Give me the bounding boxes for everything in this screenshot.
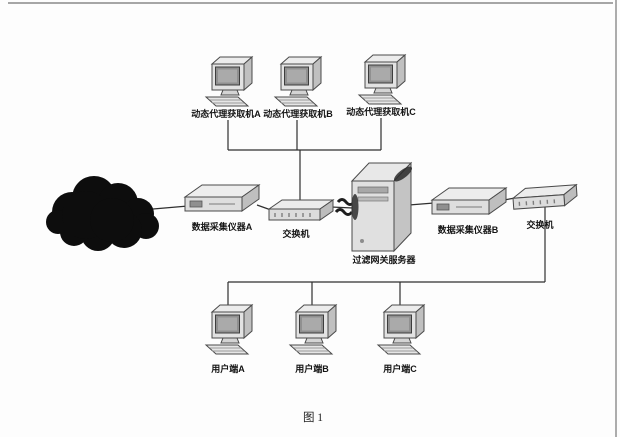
data-collector-a-label: 数据采集仪器A (192, 221, 253, 232)
proxy-computer-c-label: 动态代理获取机C (346, 106, 416, 117)
client-computer-b-icon (289, 304, 337, 355)
connection-line (330, 206, 354, 209)
gateway-server-label: 过滤网关服务器 (352, 254, 416, 265)
client-computer-a-icon (205, 304, 253, 355)
client-computer-c-icon (377, 304, 425, 355)
gateway-server-icon (351, 162, 415, 252)
switch-a-icon (268, 199, 334, 221)
figure-caption: 图 1 (303, 411, 323, 424)
client-computer-a-label: 用户端A (210, 363, 245, 374)
proxy-computer-b-icon (274, 56, 322, 107)
switch-b-group (511, 184, 579, 210)
proxy-computer-b-label: 动态代理获取机B (263, 108, 333, 119)
connection-line (408, 202, 435, 206)
proxy-computer-c-icon (358, 54, 406, 105)
switch-b-icon (511, 184, 579, 210)
data-collector-b-label: 数据采集仪器B (438, 224, 499, 235)
switch-b-label: 交换机 (526, 219, 553, 230)
data-collector-a-icon (184, 184, 260, 212)
switch-a-label: 交换机 (282, 228, 309, 239)
proxy-computer-a-label: 动态代理获取机A (191, 108, 261, 119)
proxy-computer-a-icon (205, 56, 253, 107)
connection-line (152, 205, 189, 210)
data-collector-b-icon (431, 187, 507, 215)
client-computer-b-label: 用户端B (294, 363, 329, 374)
network-cloud (46, 176, 159, 251)
client-computer-c-label: 用户端C (382, 363, 417, 374)
